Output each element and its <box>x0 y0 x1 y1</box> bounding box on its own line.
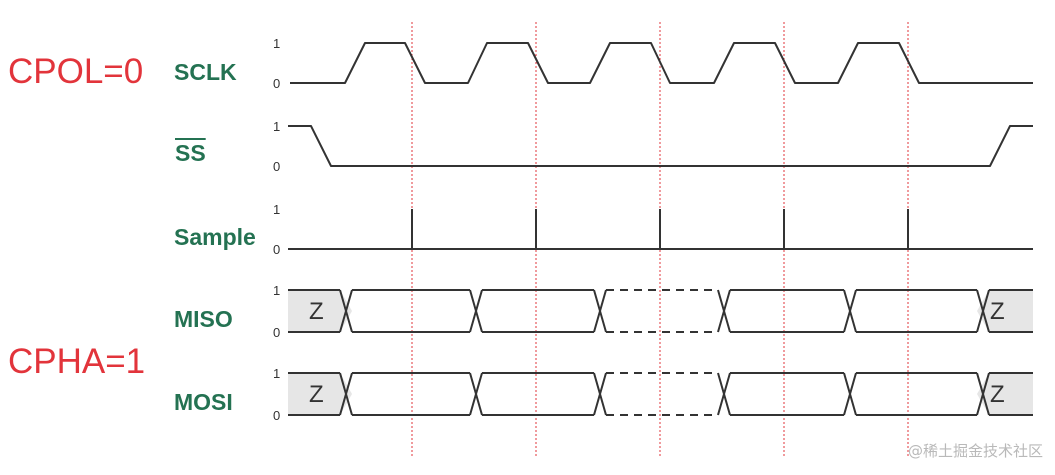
miso-z-left: Z <box>309 298 324 325</box>
mosi-label: MOSI <box>174 389 233 415</box>
miso-z-right: Z <box>990 298 1005 325</box>
sclk-waveform <box>290 42 1033 84</box>
miso-label: MISO <box>174 306 233 332</box>
mosi-z-right: Z <box>990 381 1005 408</box>
miso-cross-b-3 <box>593 289 607 333</box>
mosi-cross-b-5 <box>843 372 857 416</box>
sample-label: Sample <box>174 224 256 250</box>
mosi-z-region-right <box>977 373 1033 415</box>
sclk-label: SCLK <box>174 59 237 85</box>
ss-level-high: 1 <box>273 119 281 134</box>
miso-cross-b-2 <box>469 289 483 333</box>
cpol-label: CPOL=0 <box>8 52 144 91</box>
miso-cross-b-1 <box>339 289 353 333</box>
mosi-z-left: Z <box>309 381 324 408</box>
miso-cross-b-4 <box>717 289 731 333</box>
mosi-cross-b-1 <box>339 372 353 416</box>
sclk-level-high: 1 <box>273 36 281 51</box>
mosi-waveform <box>288 372 1033 416</box>
miso-waveform <box>288 289 1033 333</box>
miso-z-region-right <box>977 290 1033 332</box>
ss-level-low: 0 <box>273 159 281 174</box>
mosi-cross-b-2 <box>469 372 483 416</box>
mosi-z-region-left <box>288 373 352 415</box>
miso-level-high: 1 <box>273 283 281 298</box>
miso-cross-b-5 <box>843 289 857 333</box>
mosi-cross-b-6 <box>976 372 990 416</box>
miso-level-low: 0 <box>273 325 281 340</box>
sample-markers <box>411 22 909 458</box>
sample-level-low: 0 <box>273 242 281 257</box>
ss-label: SS <box>175 140 206 166</box>
sample-level-high: 1 <box>273 202 281 217</box>
watermark: @稀土掘金技术社区 <box>907 442 1043 460</box>
sclk-level-low: 0 <box>273 76 281 91</box>
cpha-label: CPHA=1 <box>8 342 146 381</box>
miso-cross-b-6 <box>976 289 990 333</box>
mosi-level-low: 0 <box>273 408 281 423</box>
miso-z-region-left <box>288 290 352 332</box>
ss-waveform <box>288 125 1033 167</box>
mosi-cross-b-3 <box>593 372 607 416</box>
mosi-level-high: 1 <box>273 366 281 381</box>
mosi-cross-b-4 <box>717 372 731 416</box>
